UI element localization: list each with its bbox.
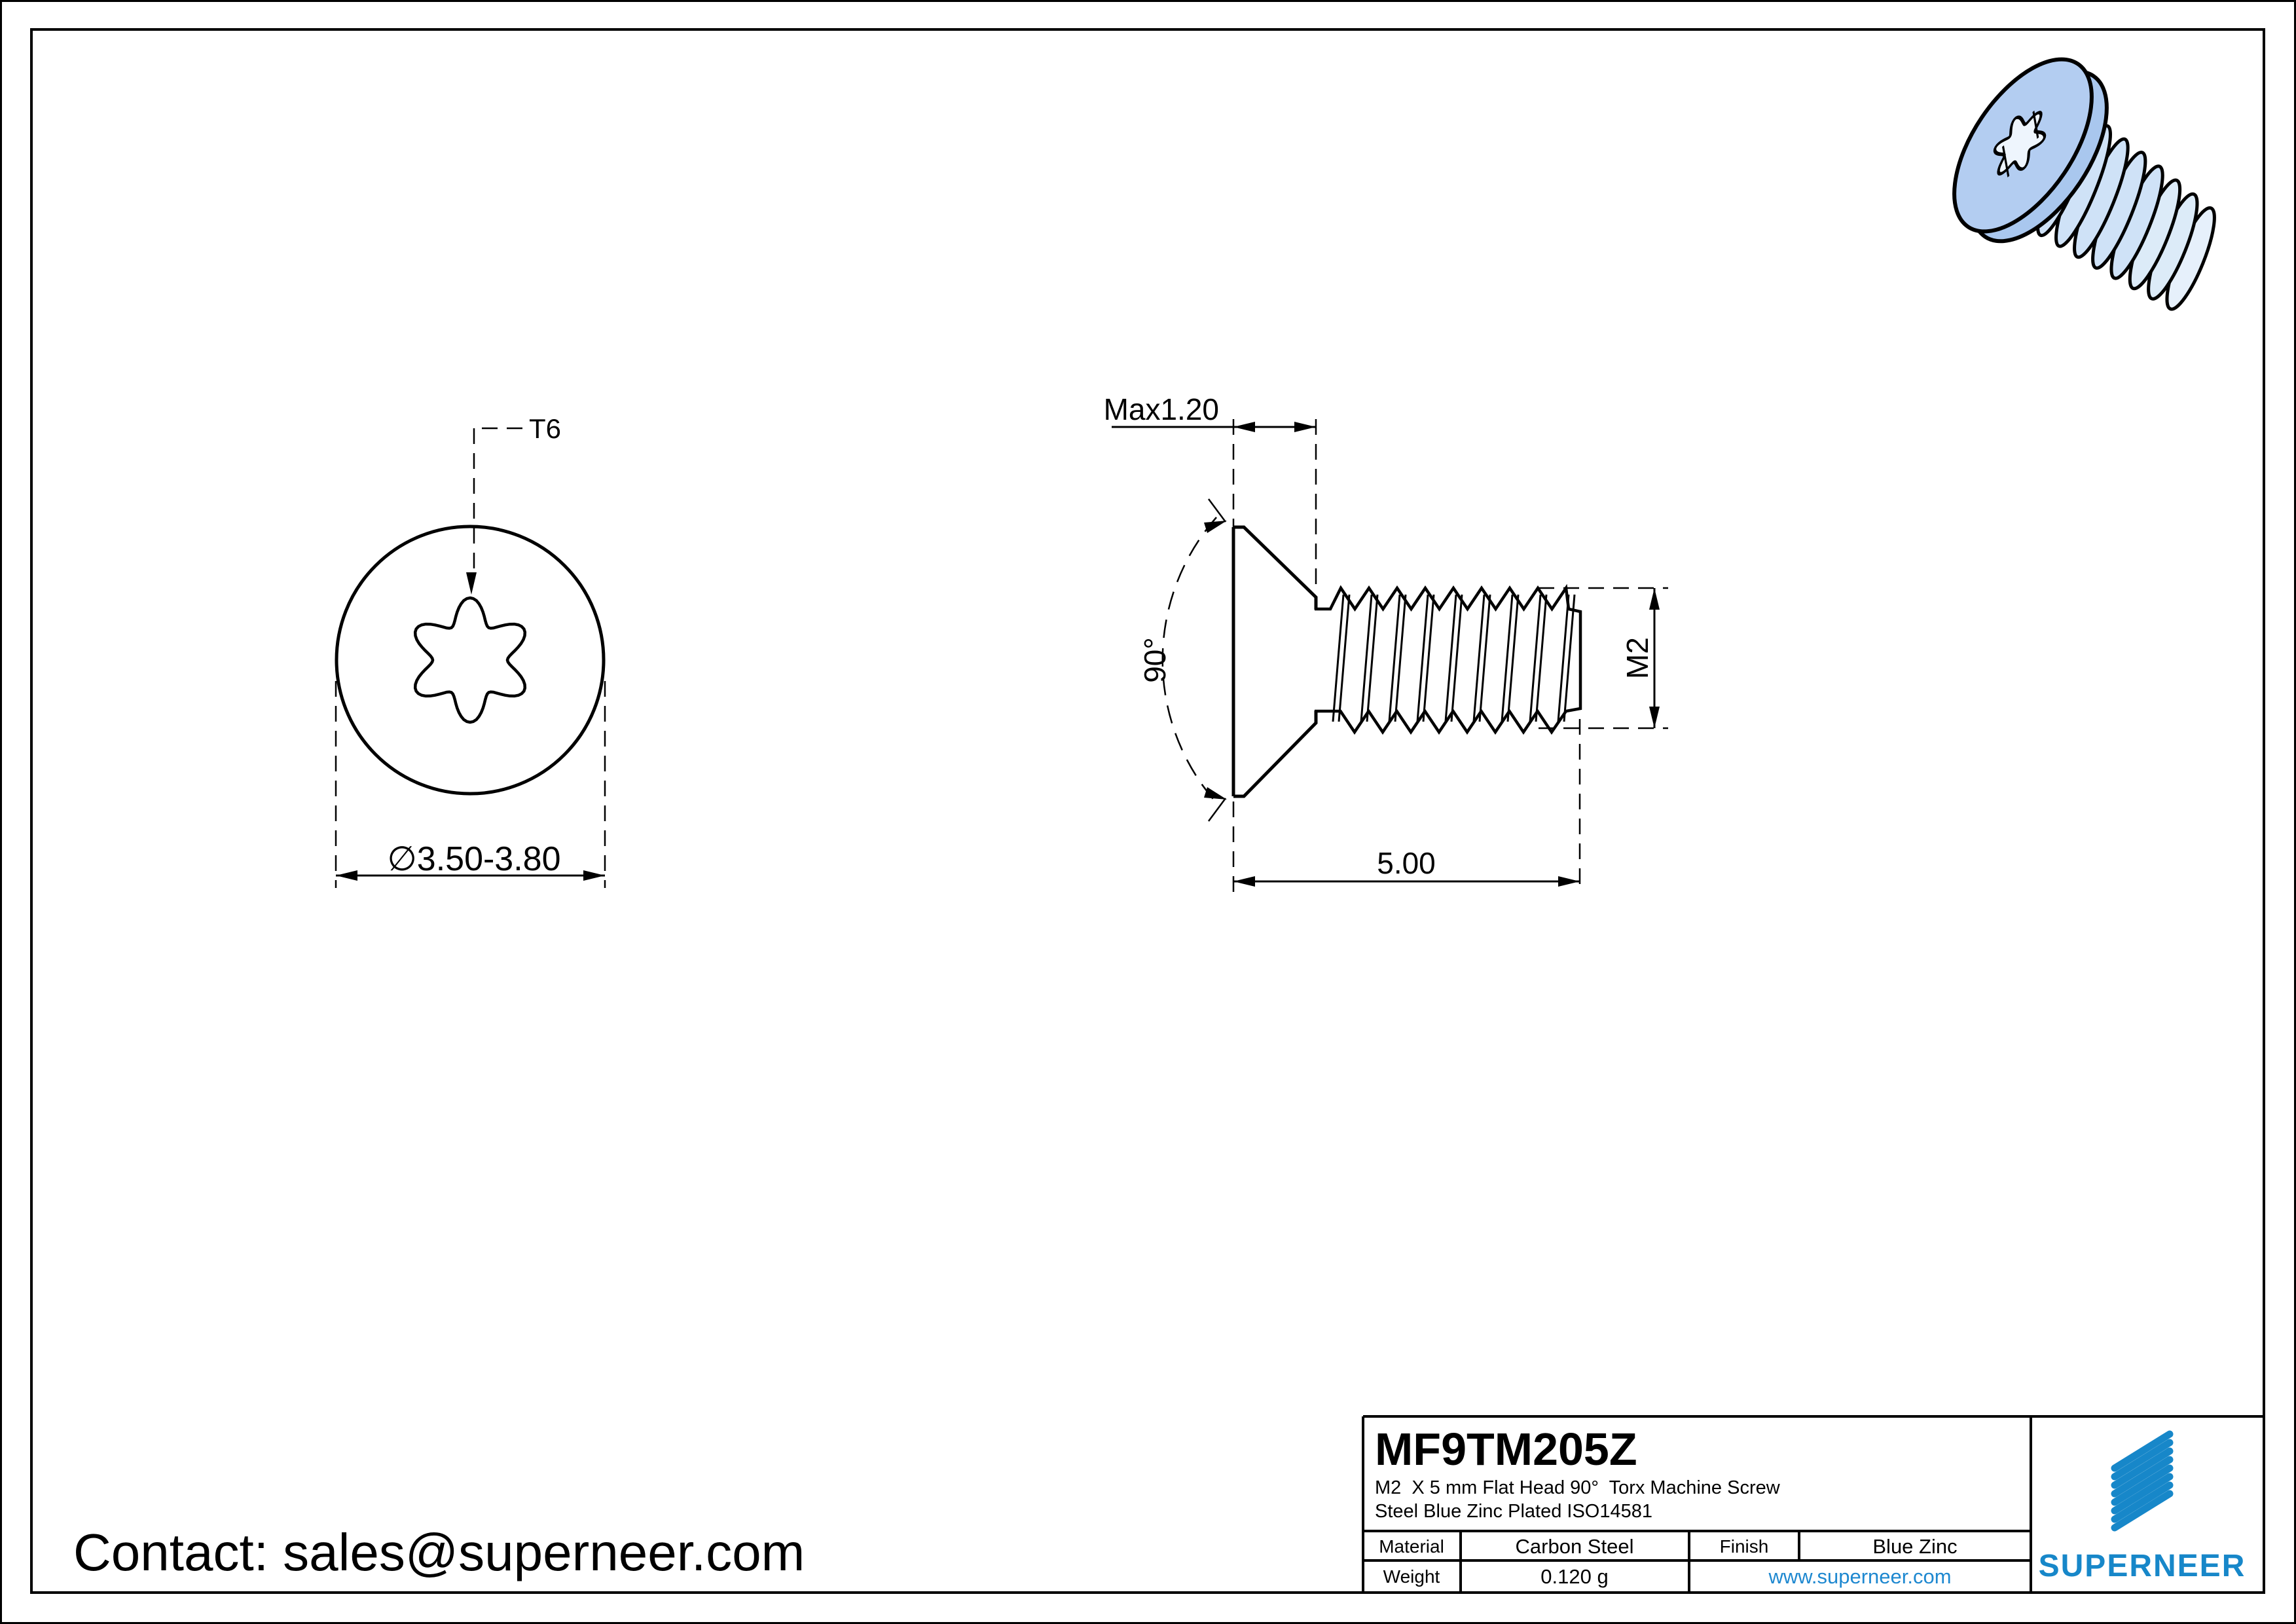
diameter-arrow-right (583, 870, 605, 881)
drawing-frame (30, 28, 2265, 1594)
head-height-arrow-right (1294, 422, 1316, 432)
length-arrow-right (1558, 876, 1580, 887)
finish-label: Finish (1720, 1536, 1769, 1557)
diameter-label: ∅3.50-3.80 (387, 840, 560, 878)
drive-size-label: T6 (529, 413, 561, 444)
torx-recess-outline (413, 596, 527, 724)
angle-tick-bottom (1207, 798, 1227, 822)
angle-arrow-bottom (1204, 787, 1227, 800)
angle-arrow-top (1204, 521, 1227, 533)
thread-outline (1315, 583, 1582, 735)
weight-label: Weight (1383, 1566, 1440, 1587)
head-outline-circle (335, 525, 606, 796)
angle-label: 90° (1138, 637, 1172, 683)
length-arrow-left (1233, 876, 1255, 887)
head-height-extension-lines (1232, 419, 1317, 589)
head-height-label: Max1.20 (1104, 392, 1219, 426)
material-label: Material (1379, 1536, 1444, 1557)
drive-leader-line (473, 427, 522, 574)
title-block-grid (1362, 1415, 2264, 1593)
title-block: MF9TM205Z M2 X 5 mm Flat Head 90° Torx M… (1362, 1415, 2264, 1593)
length-extension-lines (1232, 719, 1581, 892)
side-view: Max1.20 90° M2 5.00 (1104, 392, 1668, 892)
thread-dia-extension-lines (1539, 587, 1668, 729)
length-label: 5.00 (1377, 846, 1436, 880)
torx-socket-3d (1993, 111, 2047, 176)
diameter-extension-lines (335, 681, 606, 888)
website-link[interactable]: www.superneer.com (1768, 1565, 1951, 1588)
brand-name: SUPERNEER (2039, 1549, 2246, 1583)
weight-value: 0.120 g (1540, 1565, 1608, 1588)
torx-socket-wall-lines (2002, 110, 2039, 177)
logo-stripes-icon (2111, 1430, 2174, 1532)
head-height-arrow-left (1233, 422, 1255, 432)
contact-email-text: Contact: sales@superneer.com (73, 1523, 805, 1581)
brand-logo: SUPERNEER (2039, 1430, 2246, 1583)
part-description-line2: Steel Blue Zinc Plated ISO14581 (1375, 1501, 1652, 1522)
thread-flank-lines (1332, 594, 1576, 722)
drive-leader-arrow (466, 572, 477, 595)
angle-tick-top (1207, 498, 1227, 523)
iso-3d-view (1952, 57, 2216, 311)
part-number: MF9TM205Z (1375, 1424, 1637, 1475)
diameter-arrow-left (336, 870, 357, 881)
finish-value: Blue Zinc (1872, 1535, 1957, 1558)
angle-arc (1161, 517, 1217, 803)
front-view: T6 ∅3.50-3.80 (335, 413, 606, 888)
thread-dia-arrow-top (1649, 588, 1660, 610)
part-description-line1: M2 X 5 mm Flat Head 90° Torx Machine Scr… (1375, 1477, 1781, 1498)
head-profile (1231, 525, 1318, 798)
material-value: Carbon Steel (1516, 1535, 1634, 1558)
thread-dia-arrow-bottom (1649, 707, 1660, 728)
thread-size-label: M2 (1620, 637, 1654, 679)
